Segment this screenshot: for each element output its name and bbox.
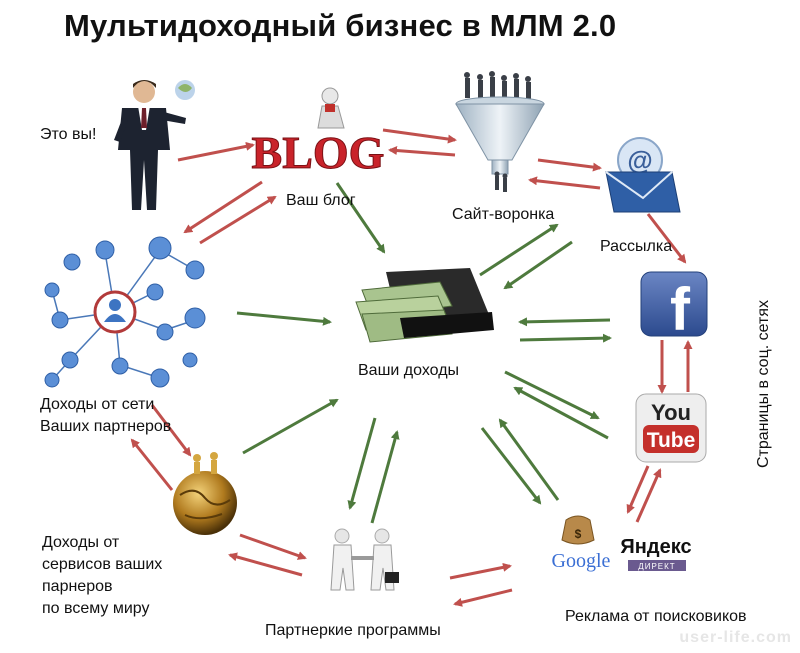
label-search-ads: Реклама от поисковиков	[565, 608, 747, 625]
label-services-line-1: Доходы от	[42, 534, 120, 551]
label-partner-programs: Партнеркие программы	[265, 622, 441, 639]
label-network-line-2: Ваших партнеров	[40, 418, 172, 435]
blog-logo-icon: BLOG	[251, 87, 385, 179]
page-title: Мультидоходный бизнес в МЛМ 2.0	[64, 8, 617, 43]
yandex-direct-text: ДИРЕКТ	[638, 562, 675, 571]
yandex-logo-icon: Яндекс ДИРЕКТ	[620, 536, 692, 571]
svg-text:$: $	[575, 527, 582, 541]
svg-text:@: @	[627, 145, 652, 175]
label-income: Ваши доходы	[358, 362, 460, 379]
blog-logo-text: BLOG	[252, 127, 385, 178]
email-icon: @	[605, 137, 681, 213]
businessman-icon	[114, 80, 195, 210]
green-arrows	[236, 182, 612, 524]
red-arrows	[130, 128, 693, 607]
label-services-line-3: парнеров	[42, 578, 113, 595]
youtube-icon: You Tube	[635, 393, 707, 463]
handshake-icon	[330, 528, 399, 591]
google-logo-text: Google	[552, 550, 611, 572]
label-funnel: Сайт-воронка	[452, 206, 555, 223]
label-mailing: Рассылка	[600, 238, 673, 255]
google-logo-icon: Google	[552, 550, 611, 572]
facebook-icon: f	[640, 271, 708, 343]
partner-network-icon	[44, 236, 206, 388]
yandex-logo-text: Яндекс	[620, 536, 691, 558]
label-you: Это вы!	[40, 126, 97, 143]
label-network-line-1: Доходы от сети	[40, 396, 155, 413]
label-services-line-2: сервисов ваших	[42, 556, 163, 573]
youtube-you-text: You	[651, 400, 691, 425]
label-social-pages: Страницы в соц. сетях	[755, 300, 772, 468]
youtube-tube-text: Tube	[647, 429, 696, 452]
globe-icon	[173, 452, 237, 535]
facebook-logo-text: f	[670, 276, 691, 343]
label-services-line-4: по всему миру	[42, 600, 150, 617]
watermark: user-life.com	[679, 629, 792, 646]
wallet-money-icon	[355, 268, 494, 343]
money-bag-icon: $	[561, 515, 595, 545]
label-blog: Ваш блог	[286, 192, 356, 209]
funnel-icon	[455, 71, 545, 192]
